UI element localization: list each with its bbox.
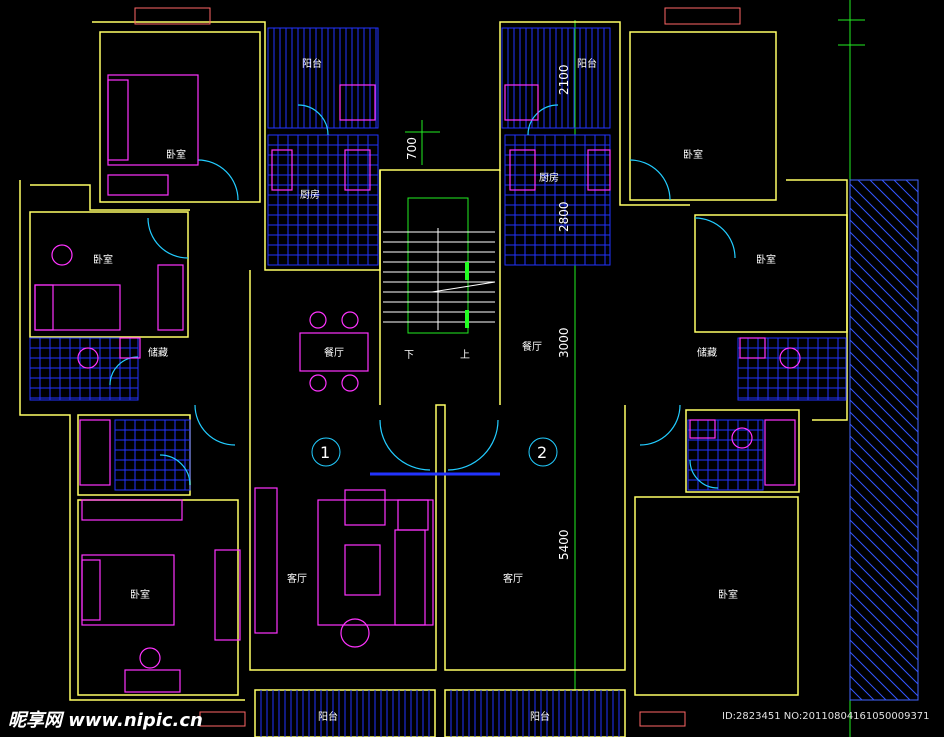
room-labels: 阳台 阳台 阳台 阳台 卧室 卧室 卧室 卧室 卧室 卧室 厨房 厨房 储藏 储… [93, 57, 776, 723]
watermark-logo: 昵享网 www.nipic.cn [8, 710, 203, 731]
label-stair-up: 上 [460, 349, 470, 361]
label-balcony-br: 阳台 [530, 710, 550, 723]
drawing-stroke [849, 651, 899, 701]
drawing-stroke [849, 591, 919, 661]
drawing-stroke [881, 179, 919, 217]
label-living-r: 客厅 [503, 572, 523, 585]
drawing-stroke [849, 495, 919, 565]
label-balcony-tr: 阳台 [577, 57, 597, 70]
drawing-stroke [849, 243, 919, 313]
drawing-stroke [849, 327, 919, 397]
balcony-stripes [260, 27, 620, 737]
label-kitchen-r: 厨房 [539, 171, 559, 184]
dim-2100: 2100 [557, 64, 571, 95]
drawing-stroke [849, 483, 919, 553]
walls [19, 21, 848, 737]
drawing-stroke [849, 291, 919, 361]
drawing-stroke [849, 195, 919, 265]
dim-3000: 3000 [557, 327, 571, 358]
label-bedroom-r: 卧室 [756, 253, 776, 266]
image-id: ID:2823451 NO:20110804161050009371 [722, 711, 930, 722]
label-living-l: 客厅 [287, 572, 307, 585]
drawing-stroke [849, 279, 919, 349]
label-bedroom-bl: 卧室 [130, 588, 150, 601]
drawing-stroke [849, 543, 919, 613]
drawing-stroke [849, 219, 919, 289]
dim-5400: 5400 [557, 529, 571, 560]
drawing-stroke [849, 579, 919, 649]
drawing-stroke [849, 687, 863, 701]
drawing-stroke [849, 267, 919, 337]
unit-1-mark: 1 [320, 443, 330, 462]
windows [134, 7, 741, 727]
tile-areas [29, 134, 847, 491]
drawing-stroke [849, 567, 919, 637]
drawing-stroke [849, 555, 919, 625]
label-bedroom-tr: 卧室 [683, 148, 703, 161]
drawing-stroke [849, 531, 919, 601]
drawing-stroke [849, 375, 919, 445]
label-kitchen-l: 厨房 [300, 188, 320, 201]
drawing-stroke [905, 179, 919, 193]
dim-2800: 2800 [557, 201, 571, 232]
drawing-stroke [849, 435, 919, 505]
label-bedroom-l: 卧室 [93, 253, 113, 266]
drawing-stroke [849, 303, 919, 373]
drawing-stroke [849, 447, 919, 517]
unit-2-mark: 2 [537, 443, 547, 462]
drawing-stroke [849, 627, 919, 697]
label-bedroom-tl: 卧室 [166, 148, 186, 161]
drawing-stroke [849, 363, 919, 433]
drawing-stroke [849, 615, 919, 685]
label-dining-r: 餐厅 [522, 340, 542, 353]
label-balcony-tl: 阳台 [302, 57, 322, 70]
label-dining-l: 餐厅 [324, 346, 344, 359]
label-stair-down: 下 [404, 350, 414, 361]
drawing-stroke [849, 387, 919, 457]
drawing-stroke [849, 639, 911, 701]
door-swings [109, 104, 736, 489]
drawing-stroke [849, 471, 919, 541]
hatch-area [849, 179, 919, 701]
drawing-stroke [849, 603, 919, 673]
drawing-stroke [849, 339, 919, 409]
drawing-stroke [849, 519, 919, 589]
drawing-stroke [893, 179, 919, 205]
drawing-stroke [849, 231, 919, 301]
drawing-stroke [849, 351, 919, 421]
drawing-stroke [849, 423, 919, 493]
dim-700: 700 [405, 137, 419, 160]
drawing-stroke [869, 179, 919, 229]
label-storage-r: 储藏 [697, 346, 717, 359]
label-storage-l: 储藏 [148, 346, 168, 359]
drawing-stroke [849, 207, 919, 277]
drawing-stroke [849, 507, 919, 577]
unit-markers: 1 2 [311, 437, 558, 467]
drawing-stroke [849, 663, 887, 701]
drawing-stroke [849, 183, 919, 253]
drawing-stroke [849, 399, 919, 469]
drawing-stroke [857, 179, 919, 241]
drawing-stroke [849, 675, 875, 701]
drawing-stroke [849, 459, 919, 529]
stair-arrows [465, 262, 469, 328]
drawing-stroke [849, 315, 919, 385]
furniture [34, 74, 801, 693]
drawing-stroke [849, 255, 919, 325]
label-balcony-bl: 阳台 [318, 710, 338, 723]
stair [383, 228, 496, 330]
label-bedroom-br: 卧室 [718, 588, 738, 601]
drawing-stroke [849, 411, 919, 481]
dimension-labels: 2100 700 2800 3000 5400 [405, 64, 571, 560]
